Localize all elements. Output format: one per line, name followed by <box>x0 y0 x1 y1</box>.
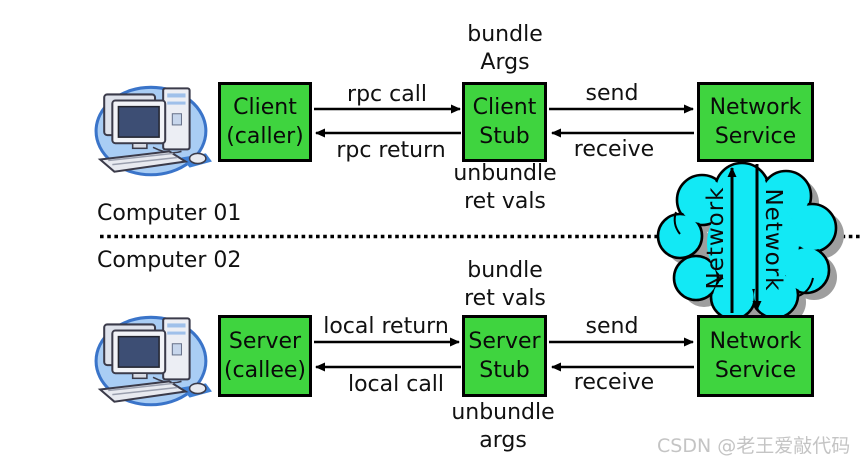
server-box-label: Server <box>228 328 302 354</box>
send-label-bottom: send <box>585 314 639 339</box>
unbundle-args-label-line2: args <box>479 428 527 453</box>
client-box-sublabel: (caller) <box>226 124 304 149</box>
network-service-label: Network <box>709 94 802 120</box>
server-stub-label: Server <box>468 328 541 354</box>
client-box: Client (caller) <box>218 82 312 162</box>
server-box-sublabel: (callee) <box>223 358 307 383</box>
bundle-args-label-line2: Args <box>480 50 530 75</box>
server-box: Server (callee) <box>218 315 312 397</box>
client-stub-label: Client <box>472 94 537 120</box>
unbundle-retvals-label-line1: unbundle <box>453 161 557 186</box>
network-service-box-bottom: Network Service <box>697 315 814 397</box>
rpc-call-label: rpc call <box>347 82 427 107</box>
cloud-curl-detail <box>673 211 681 235</box>
client-stub-box: Client Stub <box>462 82 547 162</box>
watermark: CSDN @老王爱敲代码 <box>657 435 851 457</box>
server-stub-sublabel: Stub <box>479 358 530 383</box>
server-stub-box: Server Stub <box>462 315 547 397</box>
unbundle-retvals-label-line2: ret vals <box>464 189 546 214</box>
computer-01-label: Computer 01 <box>97 201 242 226</box>
local-call-label: local call <box>347 372 445 397</box>
cloud-curl-detail <box>797 277 814 297</box>
bundle-retvals-label-line2: ret vals <box>464 286 546 311</box>
network-service-box-top: Network Service <box>697 82 814 162</box>
bundle-args-label-line1: bundle <box>467 22 543 47</box>
bundle-retvals-label-line1: bundle <box>467 258 543 283</box>
network-cloud-label-left: Network <box>703 186 729 290</box>
network-service-label: Network <box>709 328 802 354</box>
unbundle-args-label-line1: unbundle <box>451 400 555 425</box>
send-label-top: send <box>585 81 639 106</box>
rpc-return-label: rpc return <box>336 138 446 163</box>
network-cloud-label-right: Network <box>760 188 786 292</box>
computer-02-label: Computer 02 <box>97 248 242 273</box>
network-service-sublabel: Service <box>714 358 797 383</box>
cloud-body <box>660 165 834 317</box>
network-service-sublabel: Service <box>714 124 797 149</box>
local-return-label: local return <box>323 314 449 339</box>
receive-label-bottom: receive <box>573 370 655 395</box>
computer-icon <box>94 85 212 177</box>
client-box-label: Client <box>233 94 297 120</box>
computer-icon <box>94 315 212 407</box>
receive-label-top: receive <box>573 137 655 162</box>
client-stub-sublabel: Stub <box>479 124 530 149</box>
